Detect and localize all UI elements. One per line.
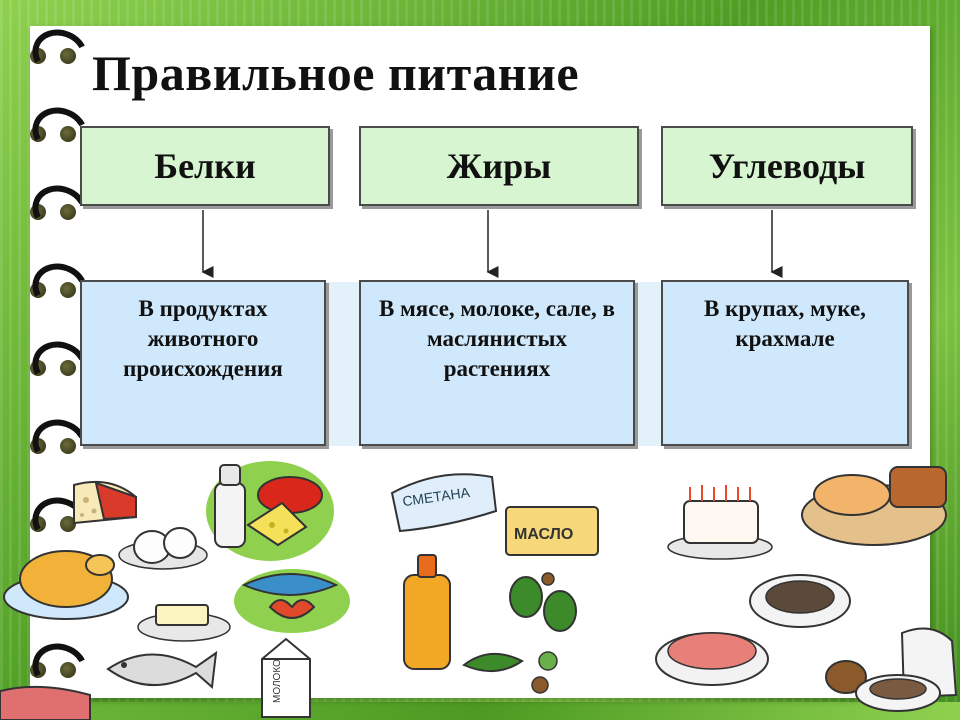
buckwheat-plate-icon bbox=[749, 574, 851, 628]
bottom-strip bbox=[0, 702, 960, 720]
oil-bottle-icon bbox=[403, 554, 451, 670]
birthday-cake-icon bbox=[667, 485, 773, 560]
bread-basket-icon bbox=[801, 466, 947, 546]
hazelnuts-icon bbox=[509, 572, 577, 632]
butter-label: МАСЛО bbox=[514, 526, 573, 543]
eggs-icon bbox=[118, 527, 208, 570]
nut-branch-icon bbox=[462, 651, 558, 694]
description-proteins: В продуктах животного происхождения bbox=[80, 280, 326, 446]
milk-carton-icon: МОЛОКО bbox=[261, 637, 311, 718]
heading-proteins: Белки bbox=[80, 126, 330, 206]
meat-icon bbox=[0, 685, 91, 720]
ring-icon bbox=[14, 99, 95, 165]
butter-dish-icon bbox=[137, 604, 231, 642]
ring-icon bbox=[14, 177, 95, 243]
fish-icon bbox=[106, 650, 218, 690]
page-title: Правильное питание bbox=[92, 45, 580, 101]
ring-icon bbox=[14, 411, 95, 477]
heading-fats: Жиры bbox=[359, 126, 639, 206]
cheese-icon bbox=[246, 476, 323, 547]
ring-icon bbox=[14, 489, 95, 555]
seafood-platter-icon bbox=[234, 569, 350, 633]
cheese-wedge-icon bbox=[73, 480, 137, 525]
pasta-bowl-icon bbox=[655, 632, 769, 686]
roast-chicken-icon bbox=[3, 550, 129, 620]
notebook-rings bbox=[14, 21, 95, 710]
ring-icon bbox=[14, 333, 95, 399]
sour-cream-icon: СМЕТАНА bbox=[390, 473, 498, 533]
description-fats: В мясе, молоке, сале, в маслянистых раст… bbox=[359, 280, 635, 446]
food-illustrations: МОЛОКО СМЕТАНА МАСЛО bbox=[0, 461, 958, 720]
description-carbohydrates: В крупах, муке, крахмале bbox=[661, 280, 909, 446]
heading-carbohydrates: Углеводы bbox=[661, 126, 913, 206]
potatoes-icon bbox=[825, 660, 941, 712]
ring-icon bbox=[14, 21, 95, 87]
ring-icon bbox=[14, 635, 95, 701]
butter-block-icon: МАСЛО bbox=[505, 506, 599, 556]
milk-carton-label: МОЛОКО bbox=[272, 659, 283, 703]
ring-icon bbox=[14, 255, 95, 321]
